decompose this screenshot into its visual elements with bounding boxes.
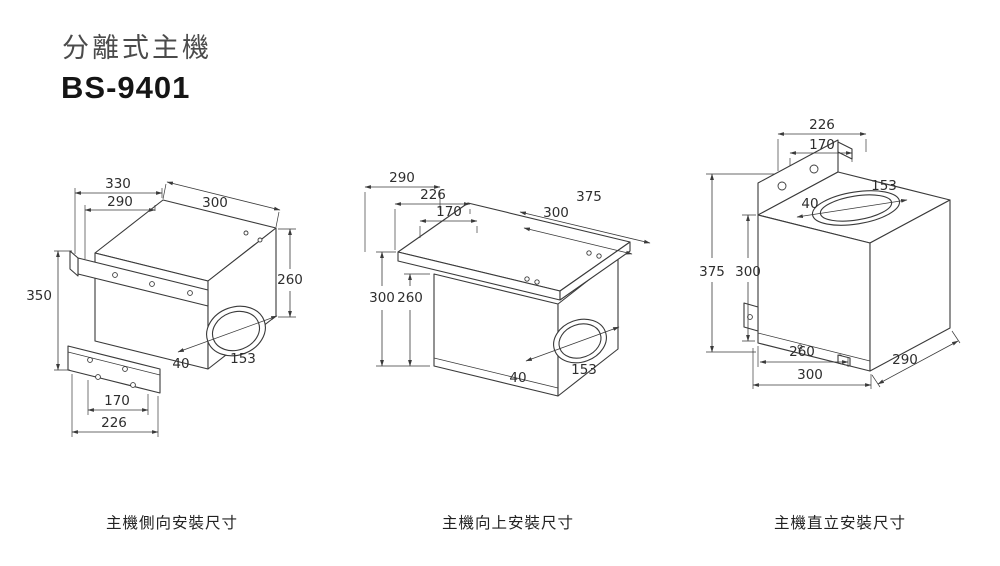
dim-label-290: 290: [389, 170, 415, 186]
diagram-side-installation: 330 290 300 260 350 40 153 170: [26, 176, 303, 437]
dim-label-40: 40: [509, 370, 526, 386]
screw-hole: [243, 230, 249, 236]
panel-seam: [433, 357, 559, 389]
dimension-line: [523, 227, 633, 255]
screw-hole: [187, 290, 193, 296]
caption-side-installation: 主機側向安裝尺寸: [105, 515, 238, 532]
dimension-line: [166, 181, 281, 211]
screw-hole: [586, 250, 592, 256]
dimension-line: [177, 315, 278, 353]
dim-label-260: 260: [397, 290, 423, 306]
dim-label-375: 375: [576, 189, 602, 205]
dimension-line: [796, 199, 908, 218]
dim-label-226: 226: [809, 117, 835, 133]
diagram-upward-installation: 290 226 170 375 300 300 260: [364, 170, 651, 397]
dim-label-330: 330: [105, 176, 131, 192]
dim-label-300-top: 300: [543, 205, 569, 221]
screw-hole: [112, 272, 118, 278]
screw-hole: [797, 344, 803, 350]
extension-line: [777, 139, 867, 171]
screw-hole: [95, 374, 101, 380]
dim-label-153: 153: [571, 362, 597, 378]
page-title: 分離式主機: [62, 33, 212, 63]
dim-label-300-left: 300: [369, 290, 395, 306]
extension-line: [278, 228, 296, 318]
screw-hole: [87, 357, 93, 363]
dim-label-260: 260: [789, 344, 815, 360]
dimension-line: [877, 340, 959, 385]
dim-label-40: 40: [801, 196, 818, 212]
dimension-line: [525, 326, 620, 362]
dim-label-40: 40: [172, 356, 189, 372]
panel-seam: [757, 332, 871, 362]
dim-label-226: 226: [420, 187, 446, 203]
screw-hole: [524, 276, 530, 282]
extension-line: [162, 183, 280, 228]
model-number: BS-9401: [61, 70, 191, 105]
extension-line: [419, 226, 478, 238]
screw-hole: [130, 382, 136, 388]
extension-line: [364, 192, 441, 252]
mounting-hole: [777, 181, 787, 191]
dim-label-350: 350: [26, 288, 52, 304]
dim-label-290: 290: [892, 352, 918, 368]
flange-tab: [837, 141, 853, 160]
dim-label-300: 300: [202, 195, 228, 211]
upper-bracket-flange: [69, 250, 79, 277]
dim-label-153: 153: [871, 178, 897, 194]
screw-hole: [257, 237, 263, 243]
extension-line: [394, 209, 471, 250]
screw-hole: [534, 279, 540, 285]
dim-label-226: 226: [101, 415, 127, 431]
dim-label-300-bottom: 300: [797, 367, 823, 383]
dim-label-290: 290: [107, 194, 133, 210]
dim-label-260: 260: [277, 272, 303, 288]
caption-upright-installation: 主機直立安裝尺寸: [773, 515, 906, 532]
box-right-face: [869, 199, 951, 372]
mounting-hole: [809, 164, 819, 174]
extension-line: [789, 157, 853, 166]
dim-label-300-left: 300: [735, 264, 761, 280]
screw-hole: [122, 366, 128, 372]
screw-hole: [596, 253, 602, 259]
caption-upward-installation: 主機向上安裝尺寸: [441, 515, 574, 532]
dim-label-170: 170: [436, 204, 462, 220]
dim-label-170: 170: [809, 137, 835, 153]
extension-line: [376, 251, 430, 367]
dim-label-153: 153: [230, 351, 256, 367]
extension-line: [871, 330, 961, 388]
lower-bracket-bend: [67, 351, 161, 376]
diagram-upright-installation: 226 170 40 153 375 300 260: [699, 117, 961, 389]
dim-label-170: 170: [104, 393, 130, 409]
dim-label-375: 375: [699, 264, 725, 280]
extension-line: [706, 173, 775, 353]
screw-hole: [149, 281, 155, 287]
